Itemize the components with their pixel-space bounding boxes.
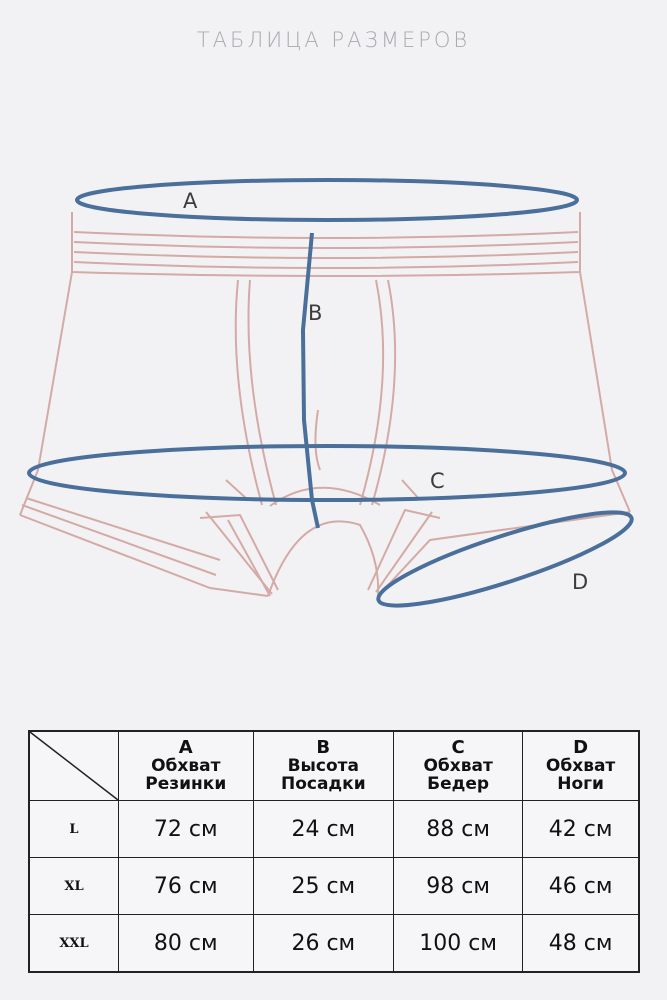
table-row: XL 76 см 25 см 98 см 46 см — [28, 857, 640, 915]
page-title: ТАБЛИЦА РАЗМЕРОВ — [196, 28, 471, 52]
briefs-outline — [19, 212, 631, 597]
header-waist: A Обхват Резинки — [118, 730, 254, 801]
header-letter: B — [316, 737, 331, 758]
value-cell: 80 см — [118, 914, 254, 973]
header-line1: Обхват — [151, 756, 221, 776]
header-leg: D Обхват Ноги — [522, 730, 640, 801]
header-rise: B Высота Посадки — [252, 730, 395, 801]
waist-measure-ellipse — [75, 178, 579, 222]
label-d: D — [572, 570, 588, 594]
size-cell: L — [28, 800, 119, 858]
value-cell: 42 см — [522, 800, 640, 858]
size-cell: XXL — [28, 914, 119, 973]
value-cell: 24 см — [252, 800, 395, 858]
label-c: C — [430, 469, 445, 493]
value-cell: 48 см — [522, 914, 640, 973]
header-line1: Высота — [287, 756, 359, 776]
rise-measure-line — [300, 232, 320, 529]
label-a: A — [183, 189, 198, 213]
corner-cell — [28, 730, 119, 801]
diagonal-line — [30, 732, 118, 800]
header-line1: Обхват — [423, 756, 493, 776]
value-cell: 98 см — [393, 857, 524, 915]
value-cell: 46 см — [522, 857, 640, 915]
leg-measure-ellipse — [376, 510, 634, 608]
briefs-diagram: A B C D — [19, 178, 634, 608]
header-line2: Бедер — [427, 774, 490, 794]
header-line2: Резинки — [145, 774, 227, 794]
size-table-header-row: A Обхват Резинки B Высота Посадки C Обхв… — [28, 730, 640, 801]
header-letter: D — [573, 737, 589, 758]
header-line1: Обхват — [545, 756, 616, 776]
size-table: A Обхват Резинки B Высота Посадки C Обхв… — [28, 730, 640, 973]
header-letter: A — [178, 737, 193, 758]
hip-measure-ellipse — [27, 444, 627, 502]
table-row: L 72 см 24 см 88 см 42 см — [28, 800, 640, 858]
measure-lines — [27, 178, 634, 608]
header-line2: Ноги — [557, 774, 604, 794]
header-letter: C — [451, 737, 465, 758]
size-cell: XL — [28, 857, 119, 915]
label-b: B — [308, 301, 322, 325]
value-cell: 25 см — [252, 857, 395, 915]
value-cell: 72 см — [118, 800, 254, 858]
value-cell: 88 см — [393, 800, 524, 858]
header-hip: C Обхват Бедер — [393, 730, 524, 801]
value-cell: 76 см — [118, 857, 254, 915]
value-cell: 100 см — [393, 914, 524, 973]
header-line2: Посадки — [280, 774, 366, 794]
value-cell: 26 см — [252, 914, 395, 973]
table-row: XXL 80 см 26 см 100 см 48 см — [28, 914, 640, 973]
